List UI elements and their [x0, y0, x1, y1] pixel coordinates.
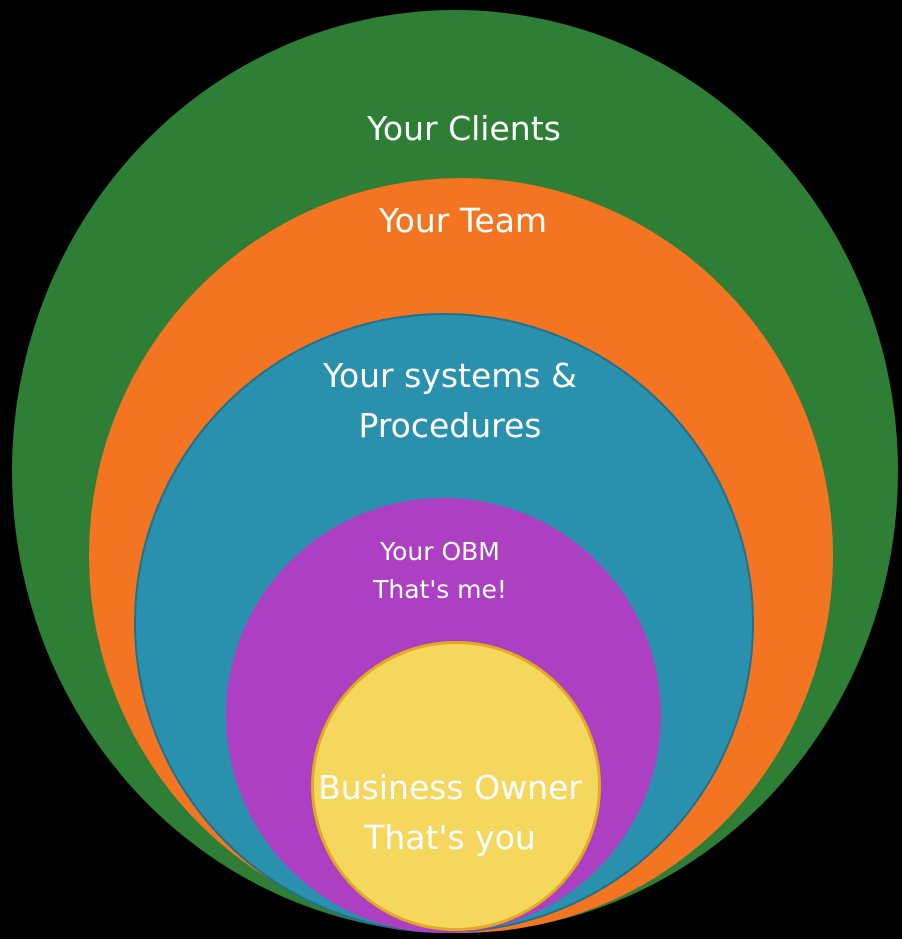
- label-obm-line1: Your OBM: [380, 537, 500, 566]
- label-business-owner: Business Owner That's you: [300, 763, 600, 863]
- label-owner-line1: Business Owner: [318, 768, 582, 807]
- label-your-team-text: Your Team: [378, 201, 548, 240]
- label-obm-line2: That's me!: [373, 575, 507, 604]
- label-your-team: Your Team: [263, 199, 663, 243]
- label-systems-line2: Procedures: [358, 406, 542, 445]
- ring-business-owner: [311, 641, 601, 931]
- label-systems-line1: Your systems &: [323, 356, 577, 395]
- label-your-systems-procedures: Your systems & Procedures: [250, 351, 650, 451]
- label-your-clients: Your Clients: [264, 107, 664, 151]
- label-your-clients-text: Your Clients: [367, 109, 561, 148]
- label-your-obm: Your OBM That's me!: [290, 533, 590, 609]
- label-owner-line2: That's you: [364, 818, 536, 857]
